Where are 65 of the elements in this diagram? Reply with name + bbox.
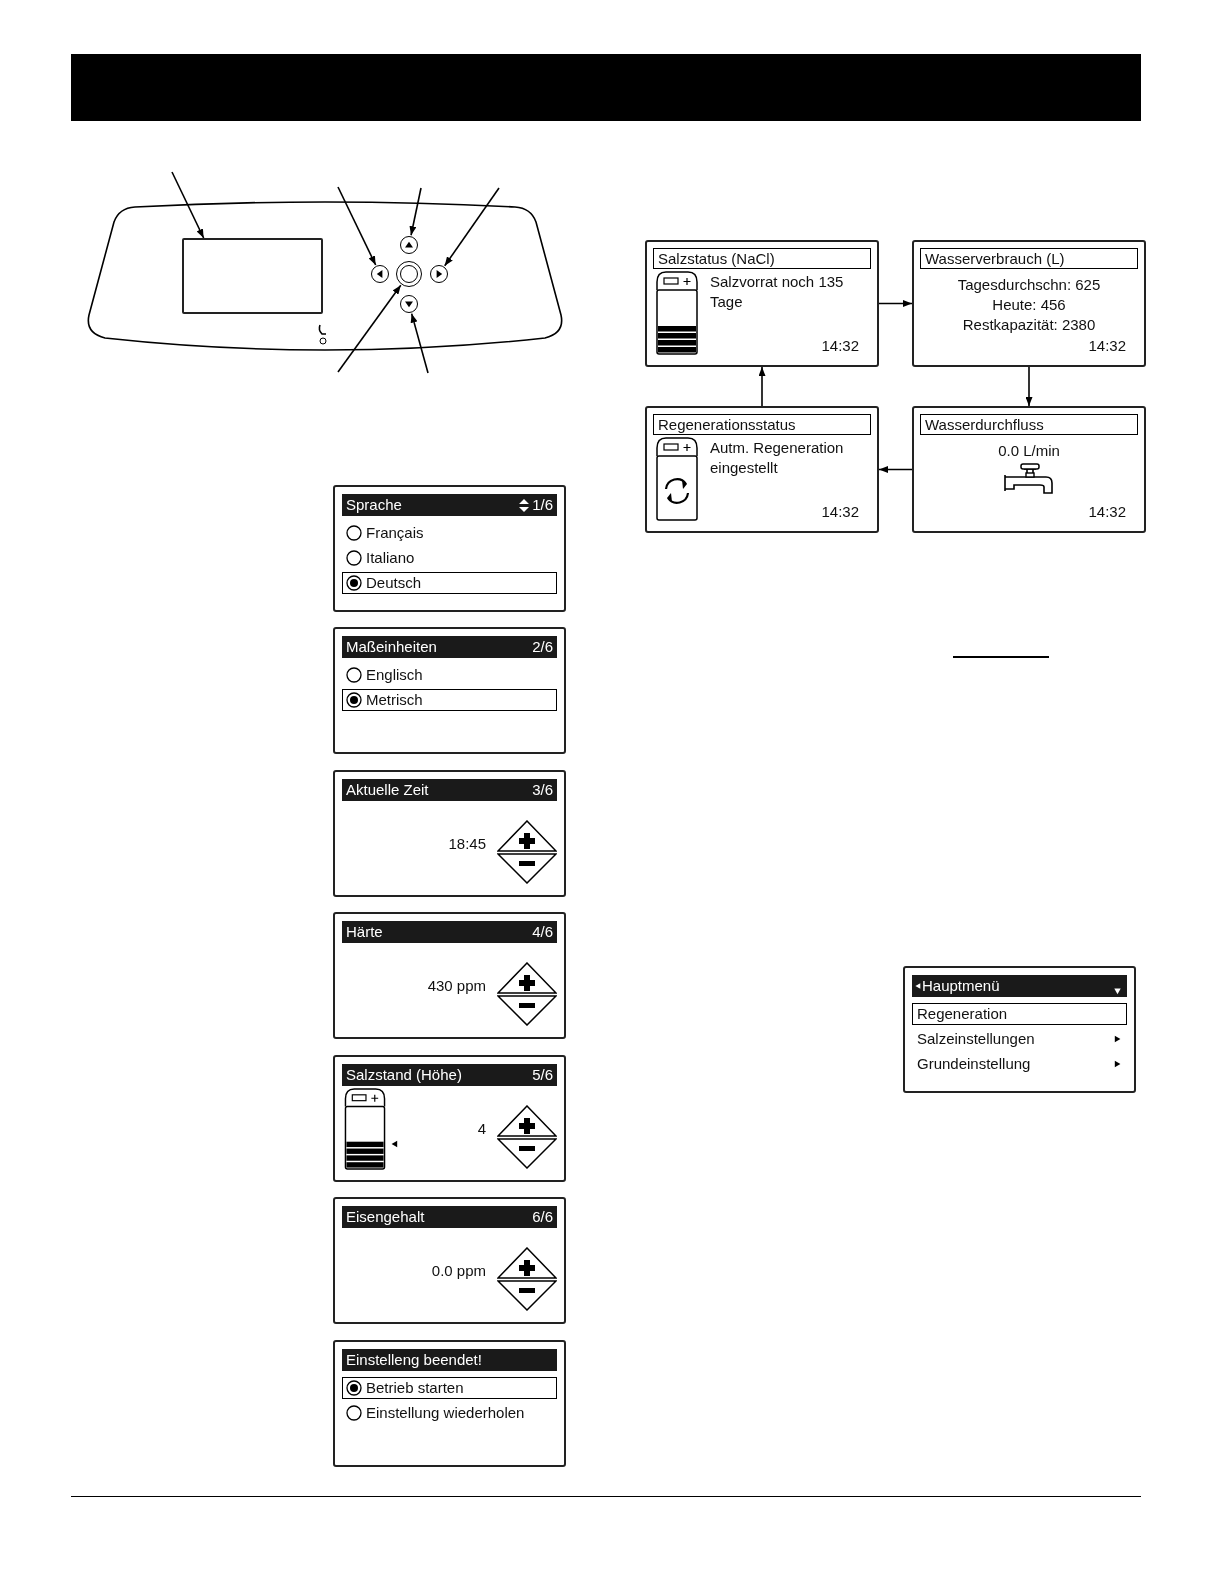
leader-line [337,186,377,266]
arrow [758,366,766,407]
status-screen [912,406,1146,533]
setup-screen [333,485,566,612]
option-label: Français [366,524,424,542]
time-readout: 14:32 [1088,503,1126,521]
setup-screen [333,912,566,1039]
value-readout: 430 ppm [427,976,486,996]
menu-item: Salzeinstellungen [917,1028,1035,1049]
option-label: Deutsch [366,574,422,592]
status-message: Autm. Regeneration eingestellt [710,438,845,478]
arrow [1025,366,1033,407]
leader-line [337,284,402,373]
status-reading: Tagesdurchschn: 625 [957,275,1101,295]
leader-line [171,171,205,239]
option-label: Metrisch [366,691,423,709]
status-reading: Heute: 456 [992,295,1066,315]
leader-line [443,187,500,267]
screen-title: Maßeinheiten [346,636,437,657]
value-readout: 18:45 [448,834,486,854]
leader-line [409,187,422,236]
value-readout: 0.0 ppm [431,1261,486,1281]
time-readout: 14:32 [1088,337,1126,355]
setup-screen [333,1197,566,1324]
page-number: 5/6 [532,1064,553,1085]
time-readout: 14:32 [821,337,859,355]
option-label: Betrieb starten [366,1379,464,1397]
option-label: Einstellung wiederholen [366,1404,525,1422]
status-screen [645,406,879,533]
status-message: Salzvorrat noch 135 Tage [710,272,845,312]
arrow [878,300,913,307]
screen-heading: Wasserdurchfluss [920,414,1138,435]
display-screen [182,238,323,314]
page-number: 6/6 [532,1206,553,1227]
status-screen [645,240,879,367]
status-screen [912,240,1146,367]
screen-title: Salzstand (Höhe) [346,1064,462,1085]
screen-title: Einstelleng beendet! [346,1349,482,1370]
option-label: Englisch [366,666,423,684]
menu-item: Regeneration [917,1003,1008,1024]
screen-title: Eisengehalt [346,1206,425,1227]
screen-title: Härte [346,921,383,942]
page-number: 1/6 [532,494,553,515]
screen-title: Hauptmenü [922,975,1000,996]
time-readout: 14:32 [821,503,859,521]
setup-screen [333,1340,566,1467]
setup-screen [333,1055,566,1182]
screen-heading: Regenerationsstatus [653,414,871,435]
page-number: 4/6 [532,921,553,942]
setup-screen [333,770,566,897]
screen-title: Sprache [346,494,402,515]
option-label: Italiano [366,549,415,567]
screen-title: Aktuelle Zeit [346,779,429,800]
screen-heading: Salzstatus (NaCl) [653,248,871,269]
menu-screen [903,966,1136,1093]
screen-heading: Wasserverbrauch (L) [920,248,1138,269]
page-number: 3/6 [532,779,553,800]
arrow [878,466,913,473]
menu-item: Grundeinstellung [917,1053,1031,1074]
setup-screen [333,627,566,754]
status-reading: Restkapazität: 2380 [962,315,1096,335]
value-readout: 4 [477,1119,486,1139]
page-number: 2/6 [532,636,553,657]
leader-line [410,312,429,374]
status-reading: 0.0 L/min [998,441,1060,461]
